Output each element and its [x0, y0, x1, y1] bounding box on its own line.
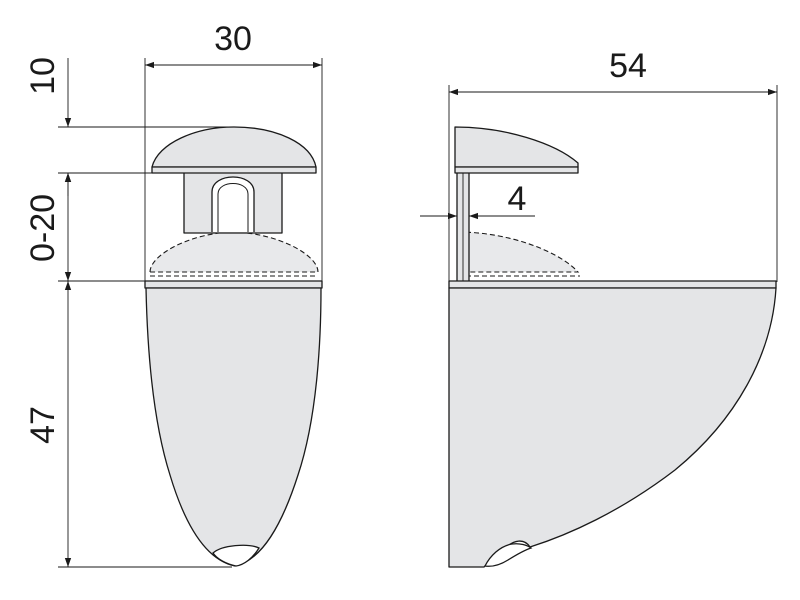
dim-front-width-label: 30	[214, 20, 252, 58]
front-body	[145, 287, 322, 567]
front-extension-lines	[58, 58, 323, 568]
dim-body-height-label: 47	[24, 406, 62, 444]
front-view	[144, 126, 323, 567]
side-top-cap	[454, 126, 579, 168]
dim-slot-width: 4	[420, 180, 535, 220]
dim-adjust-range: 0-20	[24, 173, 72, 281]
dim-front-width: 30	[145, 20, 322, 69]
front-top-cap	[151, 126, 317, 168]
side-view	[448, 126, 777, 568]
dim-side-depth: 54	[449, 47, 777, 96]
dim-side-depth-label: 54	[609, 47, 647, 85]
front-top-cap-lip	[151, 166, 317, 174]
dim-cap-height: 10	[24, 57, 72, 196]
side-base-plate	[448, 280, 777, 289]
side-screw-recess	[484, 543, 533, 567]
dim-cap-height-label: 10	[24, 57, 62, 95]
dim-slot-width-label: 4	[508, 180, 527, 218]
front-slot-inner	[217, 183, 249, 232]
side-body	[448, 287, 777, 568]
dim-adjust-range-label: 0-20	[24, 194, 62, 262]
front-base-plate	[144, 280, 323, 289]
front-screw-notch	[212, 544, 260, 567]
front-pad-ghost	[149, 231, 319, 273]
front-slot	[211, 176, 255, 232]
dim-body-height: 47	[24, 281, 72, 567]
side-top-cap-lip	[454, 166, 579, 174]
side-pad-ghost	[457, 231, 580, 273]
